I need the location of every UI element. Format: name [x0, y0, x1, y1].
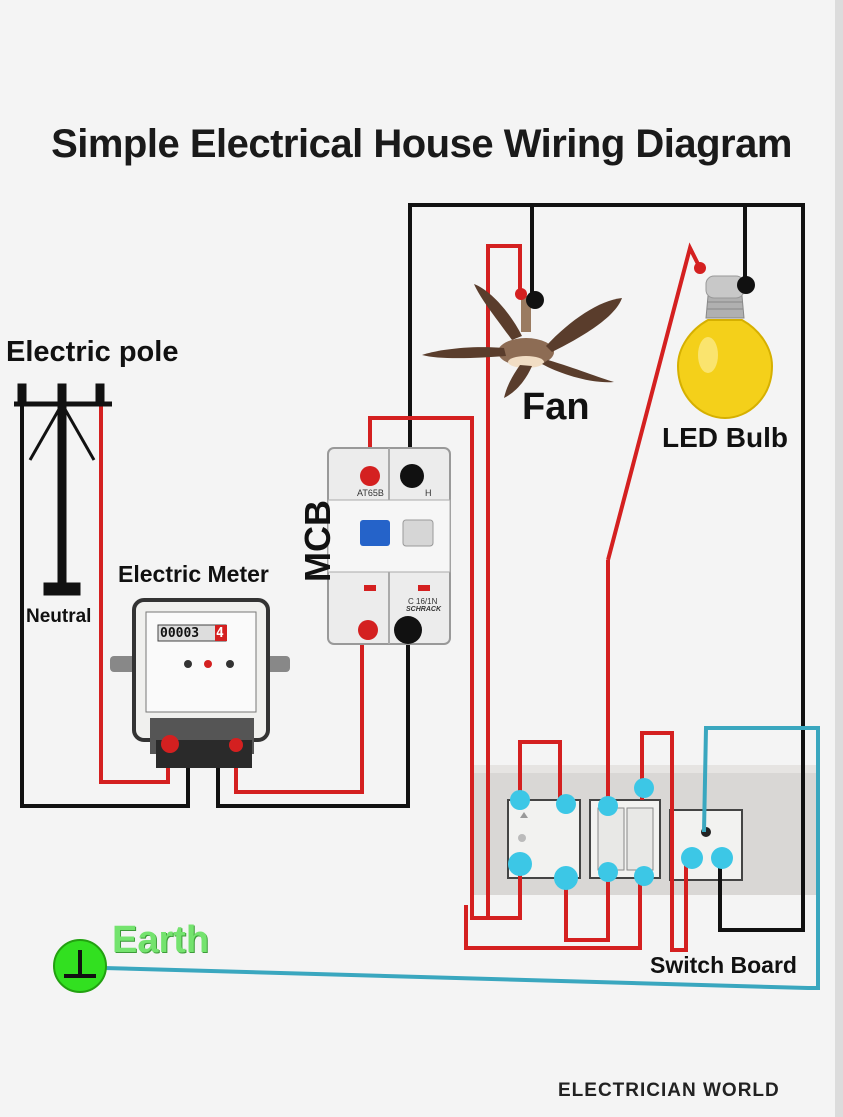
- phase-wiring: [99, 242, 702, 952]
- mcb-rating: C 16/1N: [408, 597, 438, 606]
- label-switch-board: Switch Board: [650, 952, 797, 978]
- fan-phase-terminal: [515, 288, 527, 300]
- earth-symbol-icon: [53, 939, 107, 993]
- label-electric-pole: Electric pole: [6, 336, 179, 368]
- earth-wiring: [103, 726, 820, 990]
- label-neutral: Neutral: [26, 606, 92, 627]
- meter-reading: 00003: [160, 626, 200, 641]
- meter-in-phase: [161, 735, 179, 753]
- label-electric-meter: Electric Meter: [118, 561, 269, 587]
- terminals: [161, 262, 755, 890]
- mcb-out-phase: [358, 620, 378, 640]
- mcb-in-neutral: [400, 464, 424, 488]
- right-edge-strip: [835, 0, 843, 1117]
- fan-neutral-terminal: [526, 291, 544, 309]
- mcb-in-phase: [360, 466, 380, 486]
- led-bulb: [676, 275, 774, 420]
- meter-reading-last-digit: 4: [216, 626, 224, 641]
- bulb-neutral-terminal: [737, 276, 755, 294]
- electric-meter: [110, 598, 290, 768]
- neutral-wiring: [20, 203, 805, 932]
- label-earth: Earth: [112, 919, 210, 961]
- label-fan: Fan: [522, 386, 590, 428]
- bulb-phase-terminal: [694, 262, 706, 274]
- mcb-breaker: [327, 447, 451, 645]
- mcb-out-neutral: [394, 616, 422, 644]
- mcb-terminal-label: H: [425, 488, 432, 498]
- brand-watermark: ELECTRICIAN WORLD: [558, 1080, 780, 1101]
- mcb-toggle-blue: [360, 520, 390, 546]
- mcb-brand: SCHRACK: [406, 606, 441, 613]
- meter-out-phase: [229, 738, 243, 752]
- ceiling-fan: [422, 284, 622, 398]
- mcb-model: AT65B: [357, 488, 384, 498]
- electric-pole: [14, 383, 112, 596]
- label-mcb: MCB: [297, 500, 338, 582]
- page-title: Simple Electrical House Wiring Diagram: [51, 122, 792, 166]
- label-led-bulb: LED Bulb: [662, 422, 788, 453]
